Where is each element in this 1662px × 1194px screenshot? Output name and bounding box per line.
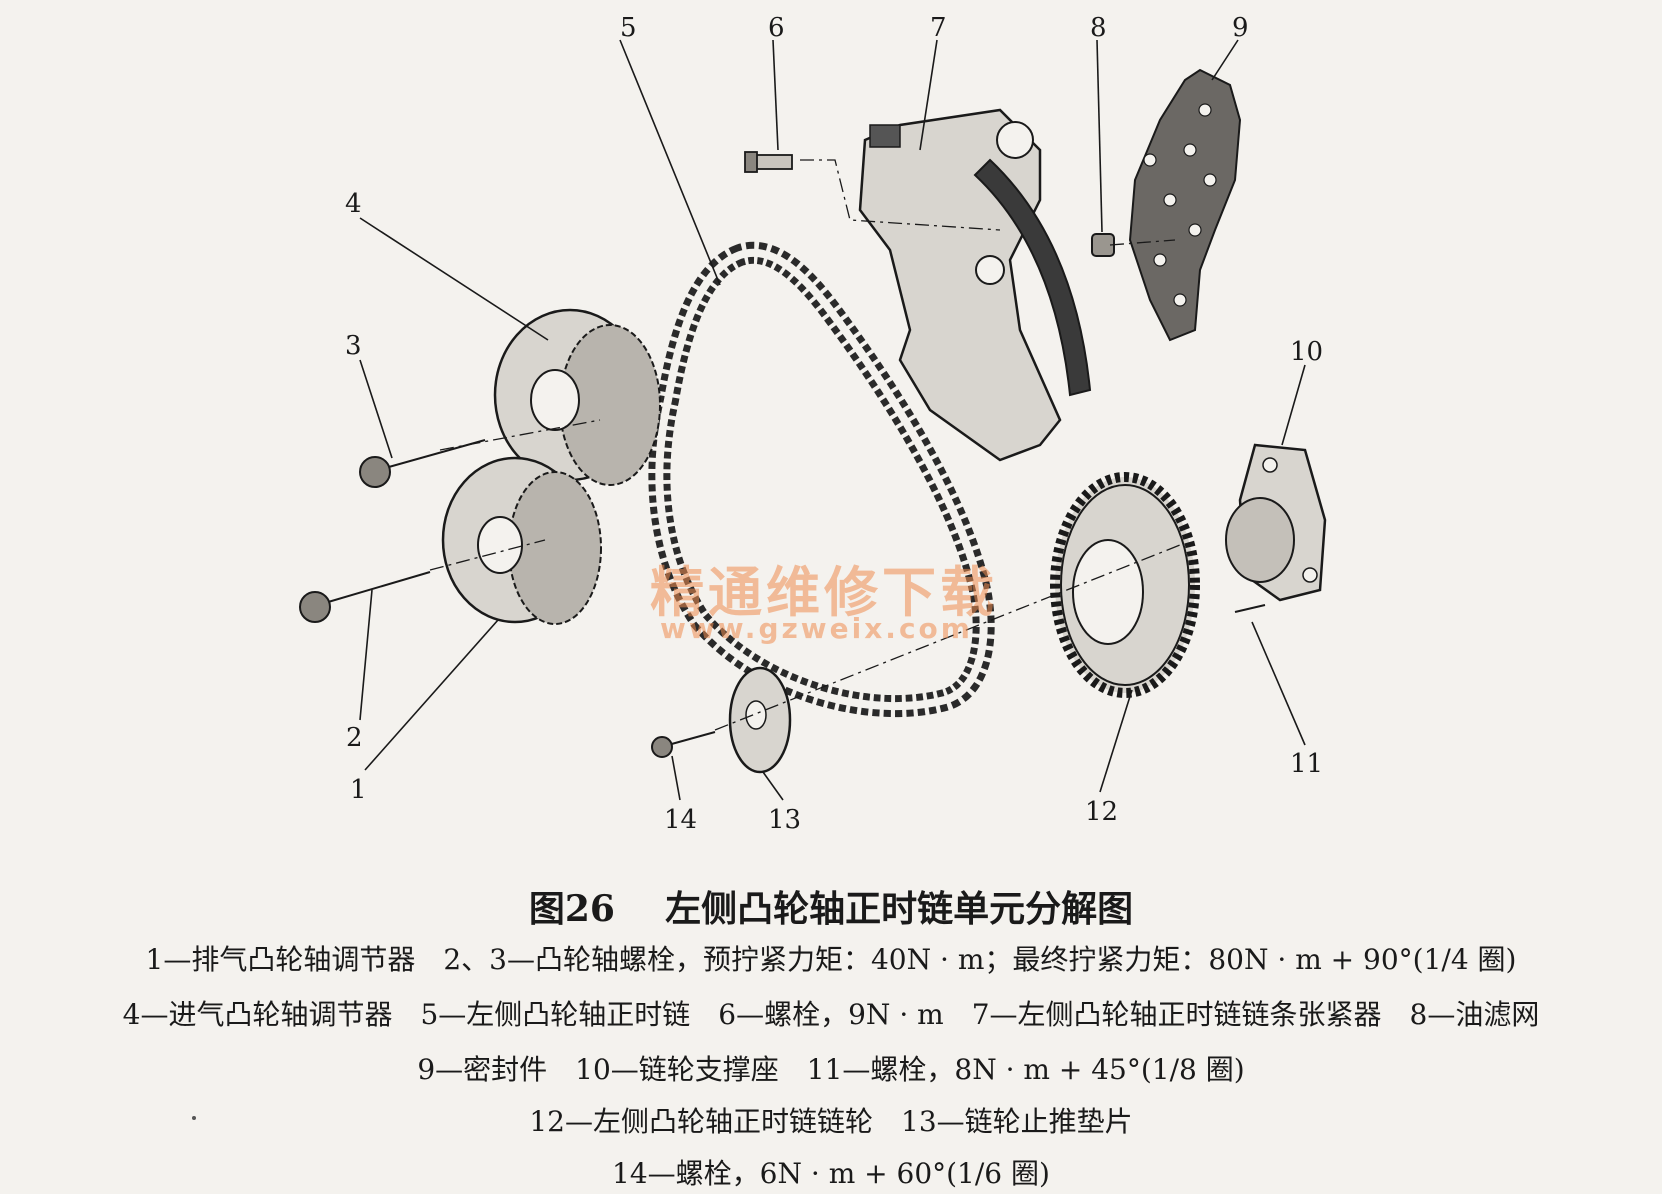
legend-line-1: 1—排气凸轮轴调节器 2、3—凸轮轴螺栓，预拧紧力矩：40N · m；最终拧紧力矩… — [0, 938, 1662, 978]
callout-2: 2 — [346, 723, 363, 753]
legend-item: 5—左侧凸轮轴正时链 — [420, 998, 691, 1031]
legend-item: 10—链轮支撑座 — [575, 1053, 779, 1086]
callout-10: 10 — [1290, 337, 1323, 367]
legend-item: 7—左侧凸轮轴正时链链条张紧器 — [971, 998, 1382, 1031]
legend-item: 14—螺栓，6N · m + 60°(1/6 圈) — [612, 1157, 1050, 1190]
callout-3: 3 — [345, 331, 362, 361]
callout-13: 13 — [768, 805, 801, 835]
callout-8: 8 — [1090, 13, 1107, 43]
callout-numbers: 1 2 3 4 5 6 7 8 9 10 11 12 13 14 — [345, 13, 1323, 835]
part-13-thrust-washer — [728, 666, 792, 774]
legend-item: 8—油滤网 — [1409, 998, 1540, 1031]
callout-7: 7 — [930, 13, 947, 43]
callout-1: 1 — [350, 775, 367, 805]
watermark-url: www.gzweix.com — [660, 612, 973, 645]
callout-14: 14 — [664, 805, 697, 835]
exploded-diagram: 1 2 3 4 5 6 7 8 9 10 11 12 13 14 — [299, 13, 1327, 835]
callout-11: 11 — [1290, 749, 1323, 779]
assembly-axes — [429, 159, 1181, 731]
legend-line-4: 12—左侧凸轮轴正时链链轮 13—链轮止推垫片 — [0, 1100, 1662, 1140]
legend-item: 2、3—凸轮轴螺栓，预拧紧力矩：40N · m；最终拧紧力矩：80N · m +… — [443, 943, 1517, 976]
figure-number: 图26 — [528, 888, 615, 930]
callout-12: 12 — [1085, 797, 1118, 827]
legend-item: 1—排气凸轮轴调节器 — [145, 943, 416, 976]
leader-lines — [359, 39, 1306, 801]
part-12-sprocket — [1050, 472, 1200, 698]
part-4-intake-cam-adjuster — [493, 308, 661, 486]
legend-line-3: 9—密封件 10—链轮支撑座 11—螺栓，8N · m + 45°(1/8 圈) — [0, 1048, 1662, 1088]
legend-item: 11—螺栓，8N · m + 45°(1/8 圈) — [806, 1053, 1245, 1086]
callout-6: 6 — [768, 13, 785, 43]
part-10-sprocket-support — [1225, 443, 1327, 602]
part-6-bolt — [744, 151, 793, 173]
legend-item: 13—链轮止推垫片 — [901, 1105, 1133, 1138]
part-14-bolt — [651, 731, 716, 758]
part-1-exhaust-cam-adjuster — [441, 456, 602, 625]
legend-item: 6—螺栓，9N · m — [718, 998, 944, 1031]
legend-item: 12—左侧凸轮轴正时链链轮 — [529, 1105, 873, 1138]
legend-line-2: 4—进气凸轮轴调节器 5—左侧凸轮轴正时链 6—螺栓，9N · m 7—左侧凸轮轴正时… — [0, 993, 1662, 1033]
legend-item: 9—密封件 — [417, 1053, 548, 1086]
callout-4: 4 — [345, 189, 362, 219]
part-11-bolt — [1234, 604, 1266, 613]
part-7-chain-tensioner — [858, 108, 1092, 462]
legend-line-5: 14—螺栓，6N · m + 60°(1/6 圈) — [0, 1152, 1662, 1192]
figure-title: 左侧凸轮轴正时链单元分解图 — [665, 888, 1134, 930]
part-2-camshaft-bolt — [299, 571, 431, 623]
callout-9: 9 — [1232, 13, 1249, 43]
part-5-timing-chain — [648, 241, 995, 717]
scan-speck — [192, 1116, 196, 1120]
legend-item: 4—进气凸轮轴调节器 — [122, 998, 393, 1031]
watermark-text: 精通维修下载 — [650, 561, 998, 624]
figure-caption: 图26 左侧凸轮轴正时链单元分解图 — [0, 880, 1662, 932]
part-9-seal — [1128, 68, 1242, 342]
callout-5: 5 — [620, 13, 637, 43]
